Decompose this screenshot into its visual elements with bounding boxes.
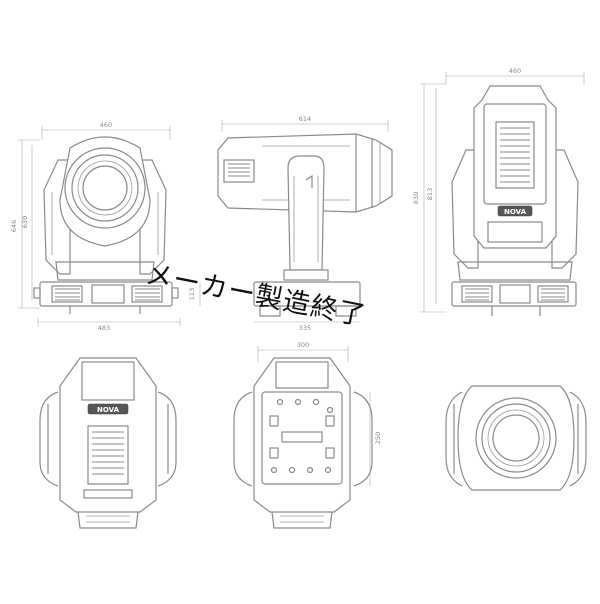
back-logo-text: NOVA xyxy=(504,208,527,216)
back-height-body-label: 813 xyxy=(426,188,434,200)
front-height-head-label: 630 xyxy=(21,216,29,228)
front-base-width-label: 483 xyxy=(98,324,110,332)
front-height-total-label: 646 xyxy=(10,220,18,232)
side-base-width-label: 335 xyxy=(299,324,311,332)
back-view: 460 830 813 NOVA xyxy=(412,67,585,316)
back-width-label: 460 xyxy=(509,67,521,75)
lens-view xyxy=(445,385,587,491)
top-logo-plate xyxy=(87,403,129,415)
bottom-view: 300 250 xyxy=(233,341,382,529)
side-width-label: 614 xyxy=(299,115,311,123)
front-width-label: 460 xyxy=(100,121,112,129)
bottom-width-label: 300 xyxy=(297,341,309,349)
bottom-depth-label: 250 xyxy=(374,432,382,444)
side-base-height-label: 113 xyxy=(188,288,196,300)
back-logo-plate xyxy=(497,205,533,217)
side-view: 614 335 113 xyxy=(188,115,393,332)
front-view: 460 646 630 483 xyxy=(10,121,181,332)
top-logo-text: NOVA xyxy=(97,406,120,414)
top-view: NOVA xyxy=(39,357,177,529)
back-height-total-label: 830 xyxy=(412,192,420,204)
